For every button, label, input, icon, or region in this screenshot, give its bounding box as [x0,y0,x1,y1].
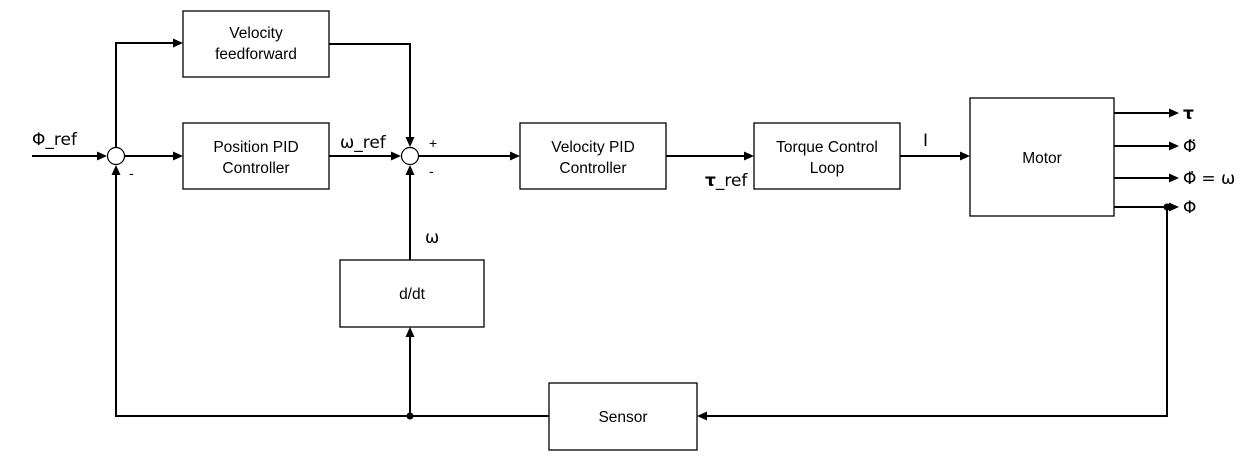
torque-loop-label-line2: Loop [810,160,844,177]
signal-label-phi-ref: Φ_ref [32,130,78,150]
output-label-phi-ddot: Φ̈ [1183,137,1196,157]
output-label-phi: Φ [1183,198,1196,218]
summing-junction-velocity [400,146,420,166]
position-pid-label-line2: Controller [222,160,289,177]
block-torque-control-loop [753,122,901,190]
wire-feedforward-branch [115,42,174,147]
sum1-minus-sign: - [129,165,134,181]
velocity-pid-label-line1: Velocity PID [551,139,635,156]
velocity-pid-label-line2: Controller [559,160,626,177]
arrowhead-feedforward-input [173,38,183,48]
arrowhead-output-phi [1169,202,1179,212]
signal-label-current: I [923,131,928,151]
arrowhead-motor-input [960,151,970,161]
torque-loop-label-line1: Torque Control [776,139,878,156]
arrowhead-sum2-top [405,137,415,147]
output-label-phi-dot-eq: = ω [1201,169,1235,189]
arrowhead-sum1-input [97,151,107,161]
output-label-phi-dot-row: Φ̇= ω [1183,169,1235,189]
wire-sensor-to-sum1 [115,174,549,417]
motor-label: Motor [1022,150,1062,167]
arrowhead-derivative-input [405,327,415,337]
summing-junction-position [106,146,126,166]
arrowhead-torque-input [744,151,754,161]
sensor-label: Sensor [598,409,647,426]
block-position-pid [182,122,330,190]
block-velocity-pid [519,122,667,190]
output-label-phi-dot: Φ̇ [1183,169,1196,189]
arrowhead-sensor-input [697,411,707,421]
sum2-minus-sign: - [429,163,434,179]
arrowhead-sum2-left [391,151,401,161]
block-motor [969,97,1115,217]
velocity-feedforward-label-line1: Velocity [229,25,283,42]
junction-dot-phi [1163,203,1171,211]
arrowhead-output-tau [1169,108,1179,118]
velocity-feedforward-label-line2: feedforward [215,46,297,63]
block-derivative [339,259,485,328]
signal-label-tau-ref: τ_ref [705,171,748,191]
wire-phi-to-sensor [706,207,1168,417]
arrowhead-position-pid-input [173,151,183,161]
signal-label-omega-ref: ω_ref [340,133,387,153]
signal-label-omega: ω [425,228,439,248]
block-velocity-feedforward [182,10,330,78]
wire-feedforward-to-sum2 [329,43,411,138]
block-sensor [548,382,698,451]
arrowhead-sum2-bottom [405,165,415,175]
arrowhead-velocity-pid-input [510,151,520,161]
arrowhead-output-phi-ddot [1169,141,1179,151]
output-label-tau: τ [1183,104,1194,124]
arrowhead-output-phi-dot [1169,173,1179,183]
sum2-plus-sign: + [429,135,437,151]
arrowhead-sum1-bottom [111,165,121,175]
position-pid-label-line1: Position PID [213,139,298,156]
signal-label-tau-ref-symbol: τ [705,171,716,191]
signal-label-tau-ref-suffix: _ref [715,171,749,191]
derivative-label: d/dt [399,286,426,303]
